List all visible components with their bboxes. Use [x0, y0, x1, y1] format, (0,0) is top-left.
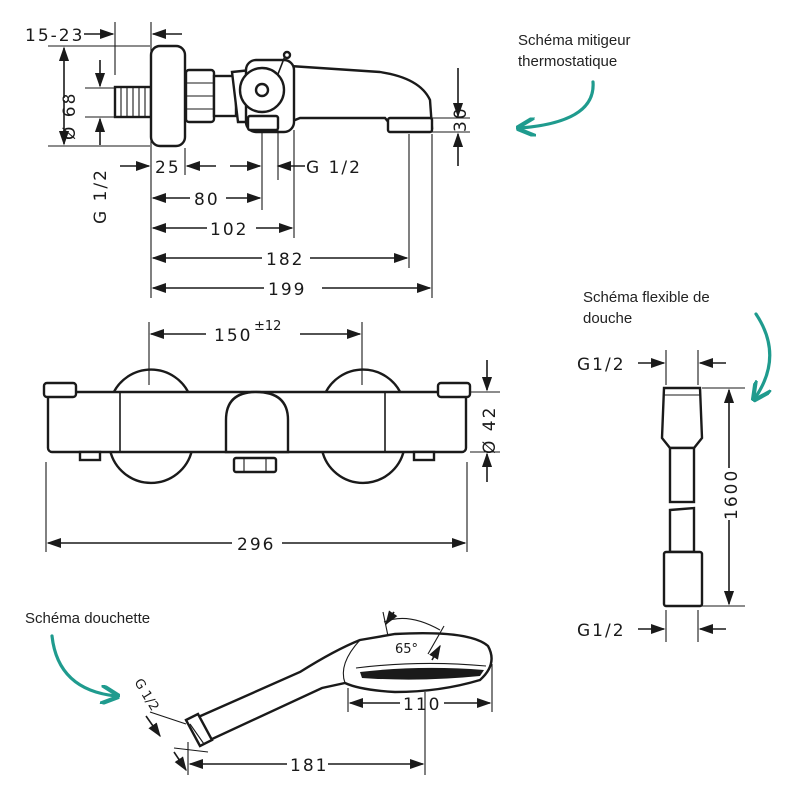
dim-102: 102: [210, 220, 248, 240]
dim-42: Ø 42: [480, 406, 500, 454]
diverter-base: [246, 114, 280, 132]
rosette-left-bottom: [108, 449, 194, 485]
note-mixer-line2: thermostatique: [518, 53, 617, 70]
handshower-body: [194, 632, 493, 742]
spout-outlet: [386, 116, 434, 134]
dim-g12-left: G 1/2: [91, 168, 111, 224]
rosette-right-bottom: [320, 449, 406, 485]
note-hose-line2: douche: [583, 310, 632, 327]
dim-199: 199: [268, 280, 306, 300]
dim-25: 25: [155, 158, 181, 178]
mixer-side-view: 15-23 Ø 68 G 1/2 25 G 1/2 80 102 182: [25, 22, 471, 300]
mixer-front-view: 150 ±12 Ø 42 296: [42, 319, 500, 555]
dim-182: 182: [266, 250, 304, 270]
dim-1600: 1600: [722, 469, 742, 520]
dim-30: 30: [451, 106, 471, 132]
note-hose-line1: Schéma flexible de: [583, 289, 710, 306]
dim-150: 150: [214, 326, 252, 346]
dim-hose-g12-top: G1/2: [577, 355, 626, 375]
hose-arrow-icon: [755, 312, 770, 398]
dim-15-23: 15-23: [25, 26, 84, 46]
dim-181: 181: [290, 756, 328, 776]
mixer-arrow-icon: [520, 80, 595, 128]
hose-upper-segment: [668, 446, 696, 504]
rosette-right-top: [322, 368, 404, 397]
spray-face: [360, 667, 484, 680]
handshower-connector: [184, 712, 214, 748]
shower-hose: G1/2 1600 G1/2: [577, 350, 745, 642]
dim-110: 110: [403, 695, 441, 715]
end-cap-left: [42, 381, 78, 399]
foot-left: [78, 450, 102, 462]
lever-tip: [282, 50, 292, 60]
knob-center: [254, 82, 270, 98]
foot-right: [412, 450, 436, 462]
dim-hose-g12-bottom: G1/2: [577, 621, 626, 641]
hand-shower: 65° G 1/2 110 181: [131, 610, 493, 776]
rosette-left-top: [110, 368, 192, 397]
dim-g12-right: G 1/2: [306, 158, 362, 178]
wall-rosette: [149, 44, 187, 148]
hose-lower-segment: [668, 506, 696, 554]
dim-65-deg: 65°: [395, 642, 418, 657]
note-mixer-line1: Schéma mitigeur: [518, 32, 631, 49]
hose-top-nut: [660, 386, 704, 450]
note-handshower: Schéma douchette: [25, 610, 150, 627]
dim-68: Ø 68: [60, 92, 80, 140]
end-cap-right: [436, 381, 472, 399]
dim-handshower-half: 1/2: [138, 688, 162, 714]
dim-296: 296: [237, 535, 275, 555]
dim-80: 80: [194, 190, 220, 210]
hose-bottom-cone: [662, 550, 704, 608]
handshower-arrow-icon: [50, 634, 116, 696]
central-diverter: [224, 390, 290, 454]
dim-150-tolerance: ±12: [254, 319, 281, 334]
bottom-outlet: [232, 456, 278, 474]
